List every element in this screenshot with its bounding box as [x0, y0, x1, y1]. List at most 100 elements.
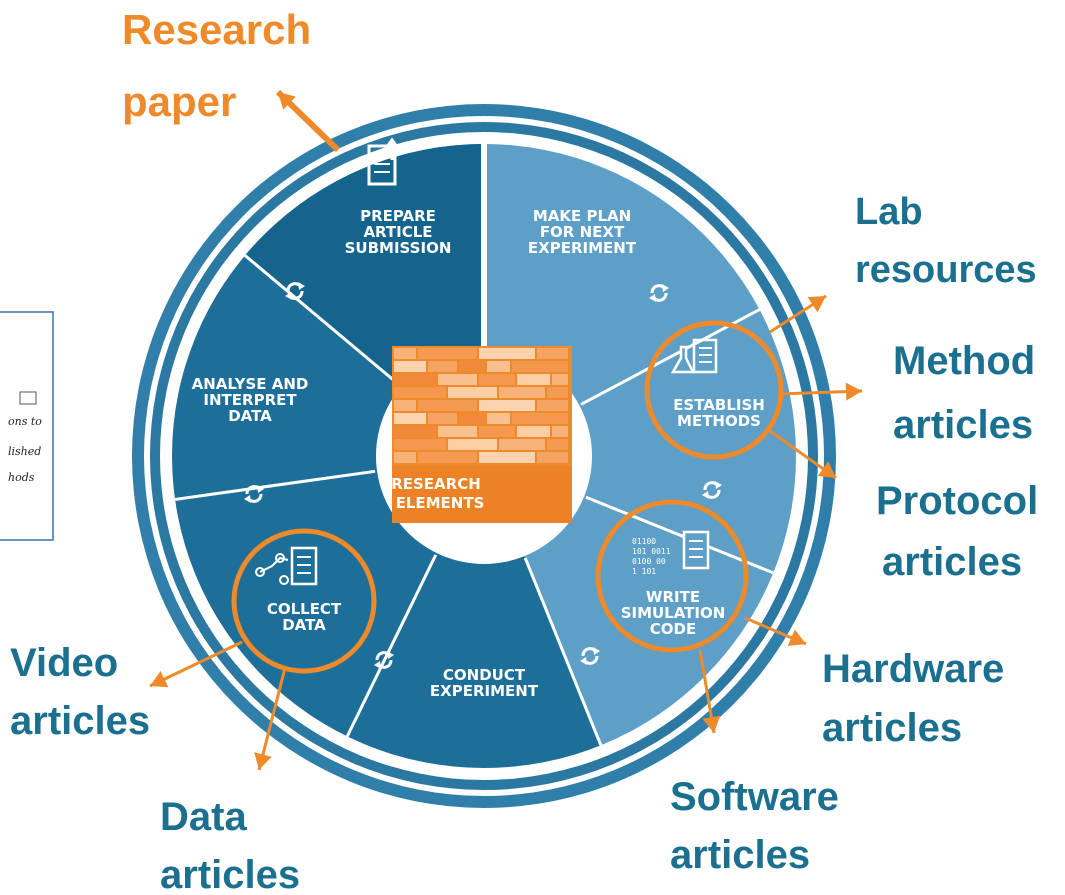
highlight-ring-code: [595, 499, 749, 653]
segment-label-prepare: SUBMISSION: [345, 239, 452, 257]
element-brick: [394, 452, 416, 463]
svg-text:articles: articles: [160, 853, 300, 895]
element-brick: [487, 361, 510, 372]
svg-text:Data: Data: [160, 795, 247, 839]
segment-label-plan: EXPERIMENT: [528, 239, 637, 257]
element-brick: [487, 413, 510, 424]
element-brick: [394, 400, 416, 411]
element-brick: [459, 413, 485, 424]
refresh-cycle-icon: [374, 651, 394, 669]
orange-arrow: [744, 616, 807, 647]
data-nodes-document-icon: [255, 546, 318, 586]
segment-label-analyse: ANALYSE AND: [192, 375, 309, 393]
refresh-cycle-icon: [580, 647, 600, 665]
data-articles-label: Data articles: [160, 795, 300, 895]
element-brick: [499, 439, 545, 450]
element-brick: [394, 413, 426, 424]
element-brick: [552, 374, 568, 385]
segment-label-code: SIMULATION: [621, 604, 726, 622]
orange-arrow: [149, 640, 243, 688]
inset-line-1: ons to: [8, 415, 42, 428]
svg-text:articles: articles: [670, 833, 810, 877]
svg-text:articles: articles: [822, 706, 962, 750]
flask-document-icon: [670, 338, 718, 374]
svg-text:Software: Software: [670, 775, 839, 819]
element-brick: [479, 426, 515, 437]
binary-document-icon: 01100 101 0011 0100 00 1 101: [632, 530, 710, 576]
segment-label-code: CODE: [650, 620, 696, 638]
segment-divider: [172, 469, 376, 505]
svg-text:1 101: 1 101: [632, 567, 656, 576]
svg-text:paper: paper: [122, 78, 236, 125]
svg-text:articles: articles: [10, 699, 150, 743]
element-brick: [394, 387, 446, 398]
element-brick: [479, 452, 535, 463]
svg-text:Research: Research: [122, 6, 311, 53]
svg-text:0100 00: 0100 00: [632, 557, 666, 566]
output-arrows: [149, 89, 863, 771]
lab-resources-label: Lab resources: [855, 191, 1037, 291]
center-label-2: ELEMENTS: [396, 494, 485, 512]
segment-label-analyse: DATA: [228, 407, 272, 425]
element-brick: [479, 374, 515, 385]
svg-text:Lab: Lab: [855, 191, 923, 233]
element-brick: [537, 348, 568, 359]
ring-segment: [334, 456, 612, 768]
center-label-1: RESEARCH: [391, 475, 481, 493]
svg-text:Video: Video: [10, 641, 118, 685]
segment-label-collect: COLLECT: [267, 600, 342, 618]
segment-label-prepare: PREPARE: [360, 207, 436, 225]
element-brick: [418, 348, 477, 359]
hardware-articles-label: Hardware articles: [822, 647, 1004, 750]
refresh-cycle-icon: [244, 485, 264, 503]
segment-divider: [222, 236, 401, 387]
segment-label-analyse: INTERPRET: [203, 391, 297, 409]
highlight-ring-collect: [231, 528, 377, 674]
element-brick: [438, 426, 477, 437]
video-articles-label: Video articles: [10, 641, 150, 743]
research-elements-block: RESEARCH ELEMENTS: [391, 346, 572, 523]
segment-divider: [523, 557, 613, 768]
element-brick: [438, 374, 477, 385]
method-articles-label: Method articles: [893, 339, 1035, 447]
segment-label-conduct: CONDUCT: [443, 666, 526, 684]
orange-arrow: [769, 294, 827, 334]
software-articles-label: Software articles: [670, 775, 839, 877]
protocol-articles-label: Protocol articles: [876, 479, 1038, 584]
orange-arrow: [769, 429, 837, 480]
element-brick: [394, 348, 416, 359]
element-brick: [512, 413, 568, 424]
svg-text:Protocol: Protocol: [876, 479, 1038, 523]
svg-text:Method: Method: [893, 339, 1035, 383]
element-brick: [499, 387, 545, 398]
segment-label-methods: METHODS: [677, 412, 761, 430]
element-brick: [418, 452, 477, 463]
refresh-cycle-icon: [649, 284, 669, 302]
segment-label-conduct: EXPERIMENT: [430, 682, 539, 700]
element-brick: [459, 361, 485, 372]
element-brick: [428, 361, 457, 372]
svg-text:101 0011: 101 0011: [632, 547, 671, 556]
segment-divider: [333, 554, 438, 763]
orange-arrow: [698, 649, 721, 734]
element-brick: [547, 387, 568, 398]
element-brick: [479, 348, 535, 359]
svg-text:Hardware: Hardware: [822, 647, 1004, 691]
orange-arrow: [778, 382, 863, 401]
ring-segment: [172, 456, 484, 762]
svg-text:articles: articles: [893, 403, 1033, 447]
element-brick: [418, 400, 477, 411]
research-paper-label: Research paper: [122, 6, 311, 125]
ring-segment: [484, 296, 796, 584]
element-brick: [537, 452, 568, 463]
segment-label-prepare: ARTICLE: [363, 223, 432, 241]
segment-label-plan: FOR NEXT: [540, 223, 625, 241]
element-brick: [448, 439, 497, 450]
segment-label-methods: ESTABLISH: [673, 396, 765, 414]
document-upload-icon: [367, 137, 400, 186]
element-brick: [394, 374, 436, 385]
segment-label-collect: DATA: [282, 616, 326, 634]
element-brick: [479, 400, 535, 411]
